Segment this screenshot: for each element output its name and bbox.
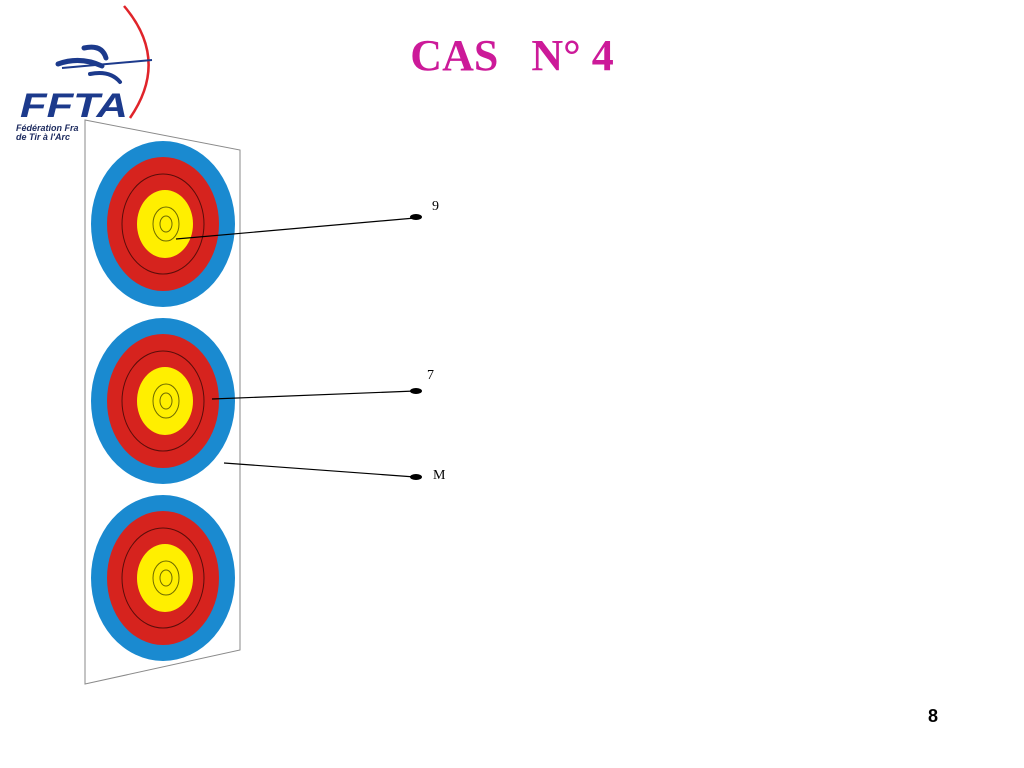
score-label-9: 9: [432, 199, 439, 214]
arrow-callout-9: [175, 214, 422, 240]
ffta-logo: FFTA: [10, 4, 170, 144]
arrow-callout-miss: [223, 462, 422, 480]
score-label-miss: M: [433, 468, 446, 483]
page-number: 8: [927, 706, 938, 726]
archer-logo-icon: FFTA: [20, 5, 153, 125]
logo-caption-line-1: Fédération Fra: [16, 124, 79, 133]
target-spot-top: [91, 141, 235, 307]
logo-caption: Fédération Fra de Tir à l'Arc: [16, 124, 86, 142]
logo-caption-line-2: de Tir à l'Arc: [16, 132, 70, 142]
arrow-callout-7: [211, 388, 422, 400]
score-label-7: 7: [427, 368, 434, 383]
slide-title: CAS N° 4: [410, 31, 614, 80]
svg-text:FFTA: FFTA: [20, 87, 128, 125]
target-spot-middle: [91, 318, 235, 484]
target-spot-bottom: [91, 495, 235, 661]
